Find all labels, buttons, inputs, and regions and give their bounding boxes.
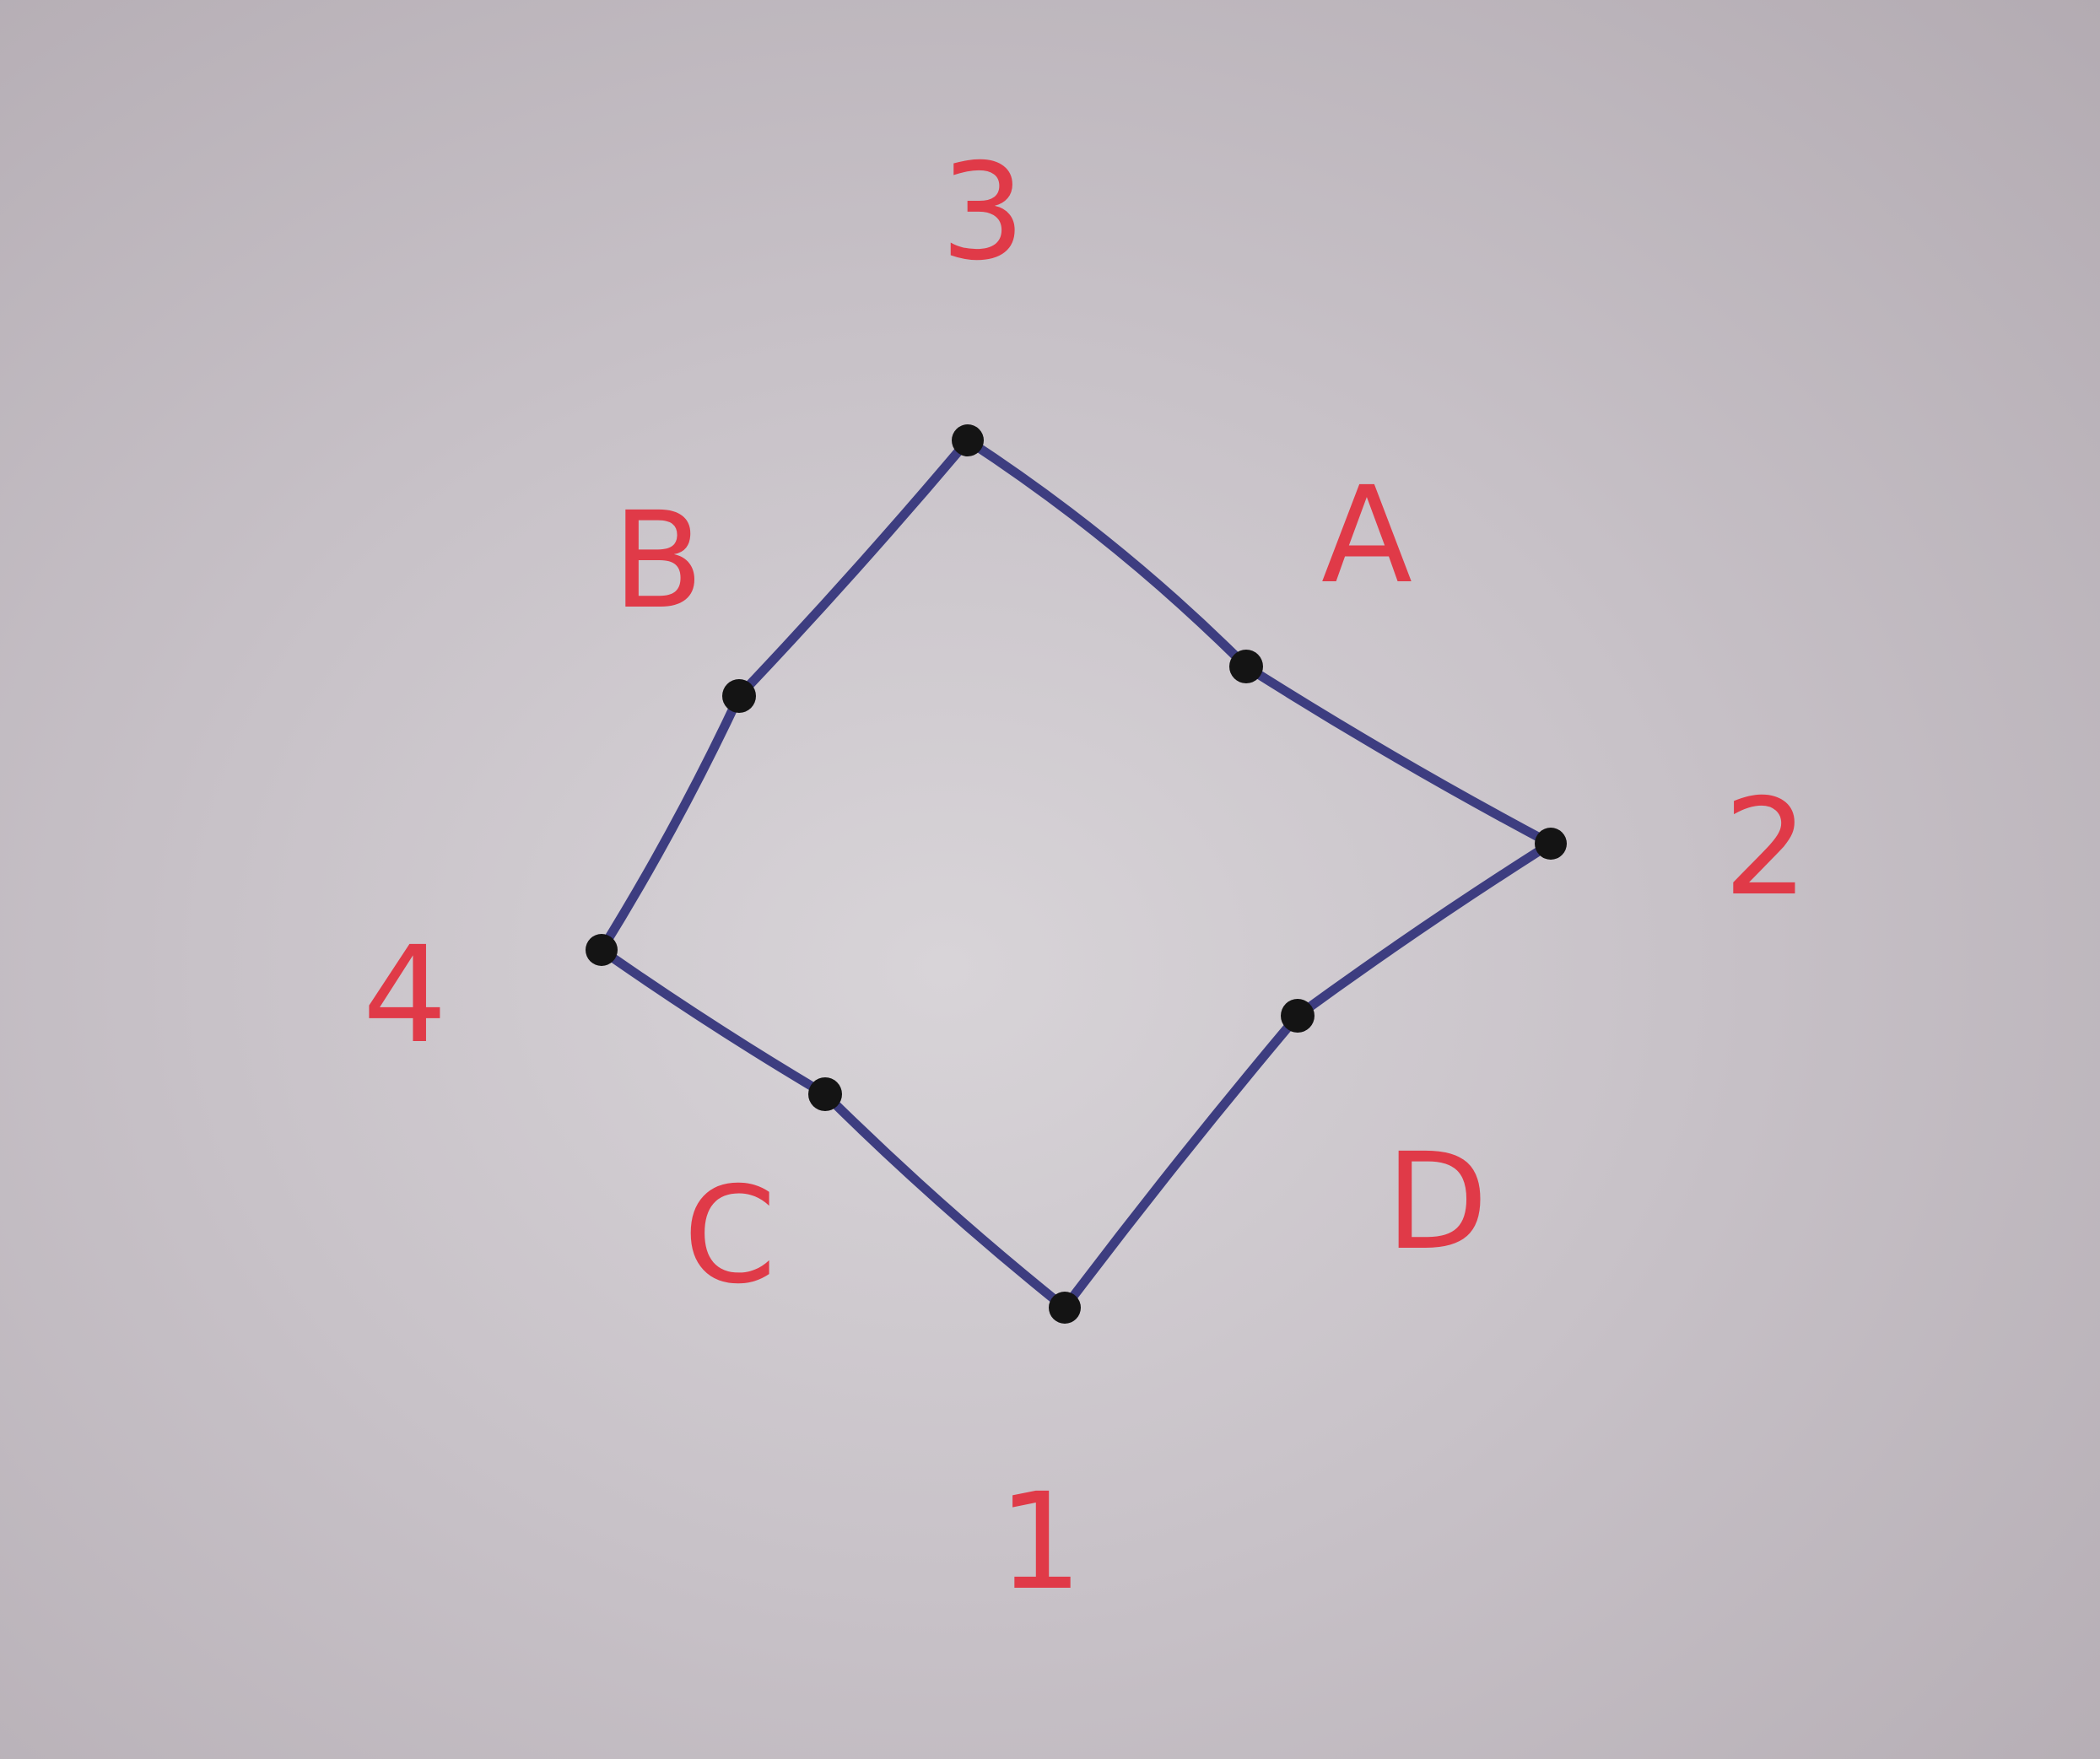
node-label-D: D [1385,1125,1488,1280]
vertices-layer [586,424,1567,1324]
vertex-dot-B [722,679,756,713]
labels-layer: 1 2 3 4 A B C D [363,135,1809,1620]
node-label-1: 1 [998,1465,1083,1620]
edge-4-B [597,691,744,955]
edge-D-1 [1060,1011,1303,1313]
edge-3-A [963,435,1251,672]
node-label-3: 3 [941,135,1026,290]
node-label-4: 4 [363,918,448,1073]
edge-A-2 [1241,661,1556,849]
vertex-dot-1 [1049,1292,1081,1324]
node-label-A: A [1321,458,1412,613]
edge-B-3 [734,435,973,701]
vertex-dot-4 [586,934,618,966]
vertex-dot-2 [1535,828,1567,860]
node-label-B: B [613,483,704,639]
vertex-dot-D [1281,999,1315,1033]
vertex-dot-3 [952,424,984,456]
edges-layer [597,435,1556,1313]
node-label-C: C [683,1158,776,1314]
vertex-dot-A [1229,650,1263,683]
edge-2-D [1293,839,1556,1021]
vertex-dot-C [808,1077,842,1111]
edge-C-4 [597,945,830,1099]
edge-1-C [820,1089,1070,1313]
node-label-2: 2 [1724,770,1809,925]
